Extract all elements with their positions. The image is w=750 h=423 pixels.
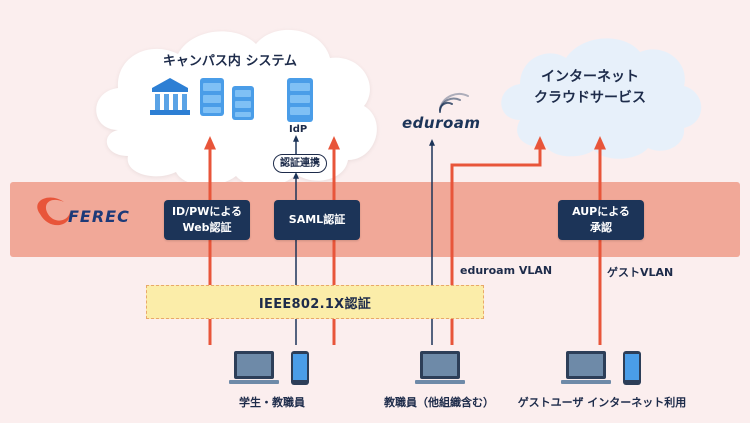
internet-title-line1: インターネット xyxy=(541,69,639,85)
students-staff-label: 学生・教職員 xyxy=(239,396,305,409)
eduroam-vlan-arrow xyxy=(450,136,546,345)
guest-user-label: ゲストユーザ インターネット利用 xyxy=(517,396,687,409)
internet-cloud xyxy=(501,38,702,159)
saml-auth-box: SAML認証 xyxy=(274,200,360,240)
laptop-icon xyxy=(561,351,611,384)
laptop-icon xyxy=(229,351,279,384)
aup-line1: AUPによる xyxy=(572,205,630,218)
eduroam-vlan-label: eduroam VLAN xyxy=(460,264,553,277)
ferec-logo: FEREC xyxy=(68,207,130,226)
server-icon xyxy=(232,86,254,120)
internet-cloud-title: インターネット クラウドサービス xyxy=(500,67,680,109)
ieee8021x-auth-box: IEEE802.1X認証 xyxy=(146,285,484,319)
staff-other-org-label: 教職員（他組織含む） xyxy=(384,396,494,409)
saml-label: SAML認証 xyxy=(288,213,346,226)
laptop-icon xyxy=(415,351,465,384)
smartphone-icon xyxy=(623,351,641,385)
ferec-logo-mark xyxy=(37,197,71,226)
bank-icon xyxy=(150,78,190,115)
aup-line2: 承認 xyxy=(590,221,612,234)
idpw-web-auth-box: ID/PWによる Web認証 xyxy=(164,200,250,240)
guest-vlan-label: ゲストVLAN xyxy=(607,266,674,279)
campus-system-title: キャンパス内 システム xyxy=(162,54,298,69)
idpw-line2: Web認証 xyxy=(182,221,232,234)
idpw-line1: ID/PWによる xyxy=(171,205,243,218)
aup-approval-box: AUPによる 承認 xyxy=(558,200,644,240)
server-icon xyxy=(200,78,224,116)
eduroam-logo: eduroam xyxy=(402,114,481,132)
idp-label: IdP xyxy=(289,124,308,135)
federation-badge: 認証連携 xyxy=(273,154,327,173)
smartphone-icon xyxy=(291,351,309,385)
internet-title-line2: クラウドサービス xyxy=(534,90,646,106)
idp-server-icon xyxy=(287,78,313,122)
eduroam-wave-icon xyxy=(438,92,469,113)
